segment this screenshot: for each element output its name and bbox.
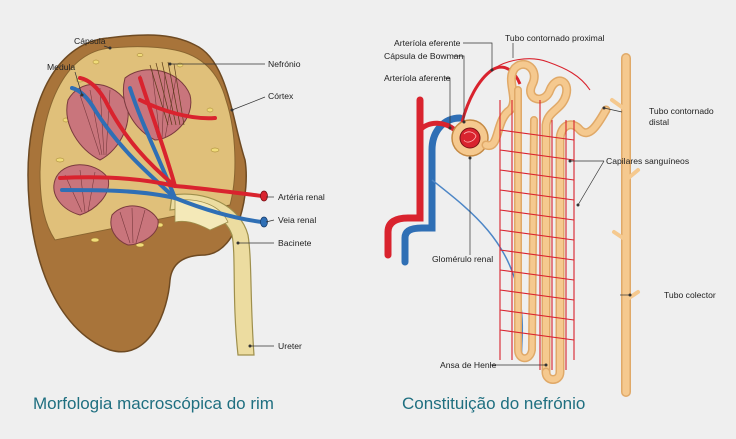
renal-arteries [58, 76, 264, 198]
afferent-artery [384, 96, 424, 259]
vasa-recta-vein [431, 179, 524, 361]
label-capsula-bowman: Cápsula de Bowman [384, 51, 464, 61]
label-ansa-henle: Ansa de Henle [440, 360, 497, 370]
label-tubo-colector: Tubo colector [664, 290, 716, 300]
label-capilares: Capilares sanguíneos [606, 156, 689, 166]
label-cortex: Córtex [268, 91, 294, 101]
label-tubo-distal-1: Tubo contornado [649, 106, 714, 116]
kidney-leader-lines [74, 45, 275, 347]
kidney-illustration: Cápsula Medula Nefrónio Córtex Artéria r… [27, 34, 325, 356]
renal-pelvis [169, 193, 255, 356]
label-arteriola-aferente: Arteríola aferente [384, 73, 451, 83]
renal-veins [60, 86, 264, 224]
nephron-caption: Constituição do nefrónio [402, 394, 586, 413]
label-arteria-renal: Artéria renal [278, 192, 325, 202]
pelvis-inner [174, 199, 229, 231]
kidney-caption: Morfologia macroscópica do rim [33, 394, 274, 413]
nephron-leader-dots [448, 68, 632, 367]
kidney-leader-dots [80, 46, 252, 348]
peritubular-capillaries [491, 58, 591, 370]
nephron-bundle [149, 61, 185, 126]
label-arteriola-eferente: Arteríola eferente [394, 38, 461, 48]
label-glomerulo: Glomérulo renal [432, 254, 493, 264]
label-nefronio: Nefrónio [268, 59, 301, 69]
nephron-illustration: Arteríola eferente Cápsula de Bowman Art… [384, 33, 716, 397]
label-medula: Medula [47, 62, 75, 72]
loop-of-henle [541, 105, 611, 384]
glomerulus [459, 127, 481, 149]
collecting-duct-branches [610, 98, 640, 302]
renal-vein-end [260, 216, 268, 228]
renal-artery-end [260, 190, 268, 202]
label-veia-renal: Veia renal [278, 215, 316, 225]
label-bacinete: Bacinete [278, 238, 312, 248]
label-capsula: Cápsula [74, 36, 106, 46]
label-ureter: Ureter [278, 341, 302, 351]
nephron-leader-lines [444, 42, 630, 366]
label-tubo-distal-2: distal [649, 117, 669, 127]
label-tubo-proximal: Tubo contornado proximal [505, 33, 605, 43]
